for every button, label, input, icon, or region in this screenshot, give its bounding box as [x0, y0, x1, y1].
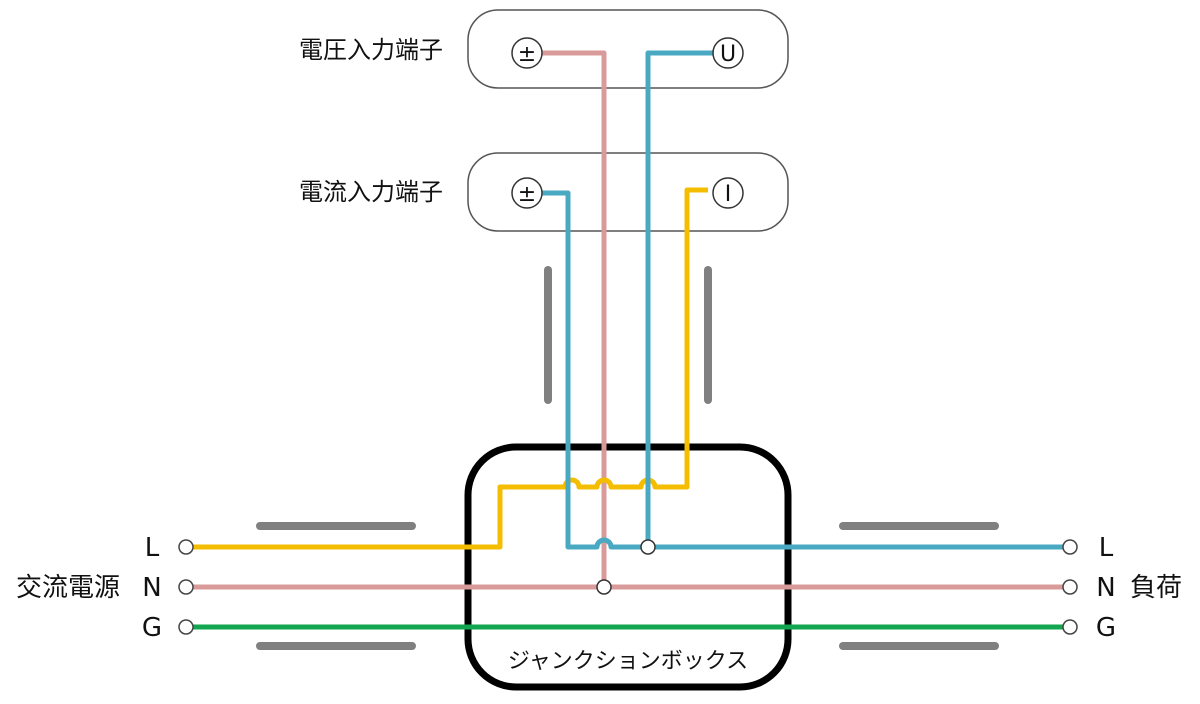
junction-box [464, 443, 792, 691]
line-junction-node [640, 539, 656, 555]
separator-bars [256, 266, 999, 650]
source-g-terminal[interactable] [178, 619, 194, 635]
source-label: 交流電源 [16, 573, 120, 603]
current-terminal-pm-symbol: ± [518, 182, 536, 207]
current-terminal-i-symbol: I [725, 182, 732, 207]
source-l-terminal[interactable] [178, 539, 194, 555]
load-n-terminal[interactable] [1062, 579, 1078, 595]
load-line-g-label: G [1096, 613, 1116, 643]
voltage-terminal-label: 電圧入力端子 [299, 36, 443, 64]
current-terminal-label: 電流入力端子 [299, 178, 443, 206]
current-terminal-i[interactable]: I [712, 177, 744, 209]
voltage-sense-neutral-wire [540, 50, 607, 587]
load-g-terminal[interactable] [1062, 619, 1078, 635]
load-label: 負荷 [1130, 573, 1182, 603]
load-l-terminal[interactable] [1062, 539, 1078, 555]
junction-box-label: ジャンクションボックス [508, 649, 748, 674]
current-terminal-pm[interactable]: ± [511, 177, 543, 209]
voltage-sense-line-wire [645, 50, 716, 547]
current-terminal-block [467, 152, 789, 232]
voltage-terminal-u-symbol: U [720, 42, 736, 67]
voltage-terminal-pm[interactable]: ± [511, 37, 543, 69]
load-terminals [1062, 539, 1078, 635]
source-n-terminal[interactable] [178, 579, 194, 595]
source-line-l-label: L [145, 533, 160, 563]
line-load-wire [540, 190, 1066, 550]
load-line-l-label: L [1099, 533, 1114, 563]
source-terminals [178, 539, 194, 635]
source-line-g-label: G [142, 613, 162, 643]
source-line-n-label: N [142, 573, 161, 603]
neutral-junction-node [596, 579, 612, 595]
voltage-terminal-pm-symbol: ± [518, 42, 536, 67]
voltage-terminal-u[interactable]: U [712, 37, 744, 69]
voltage-terminal-block [467, 9, 789, 89]
line-source-wire [190, 187, 708, 550]
load-line-n-label: N [1096, 573, 1115, 603]
